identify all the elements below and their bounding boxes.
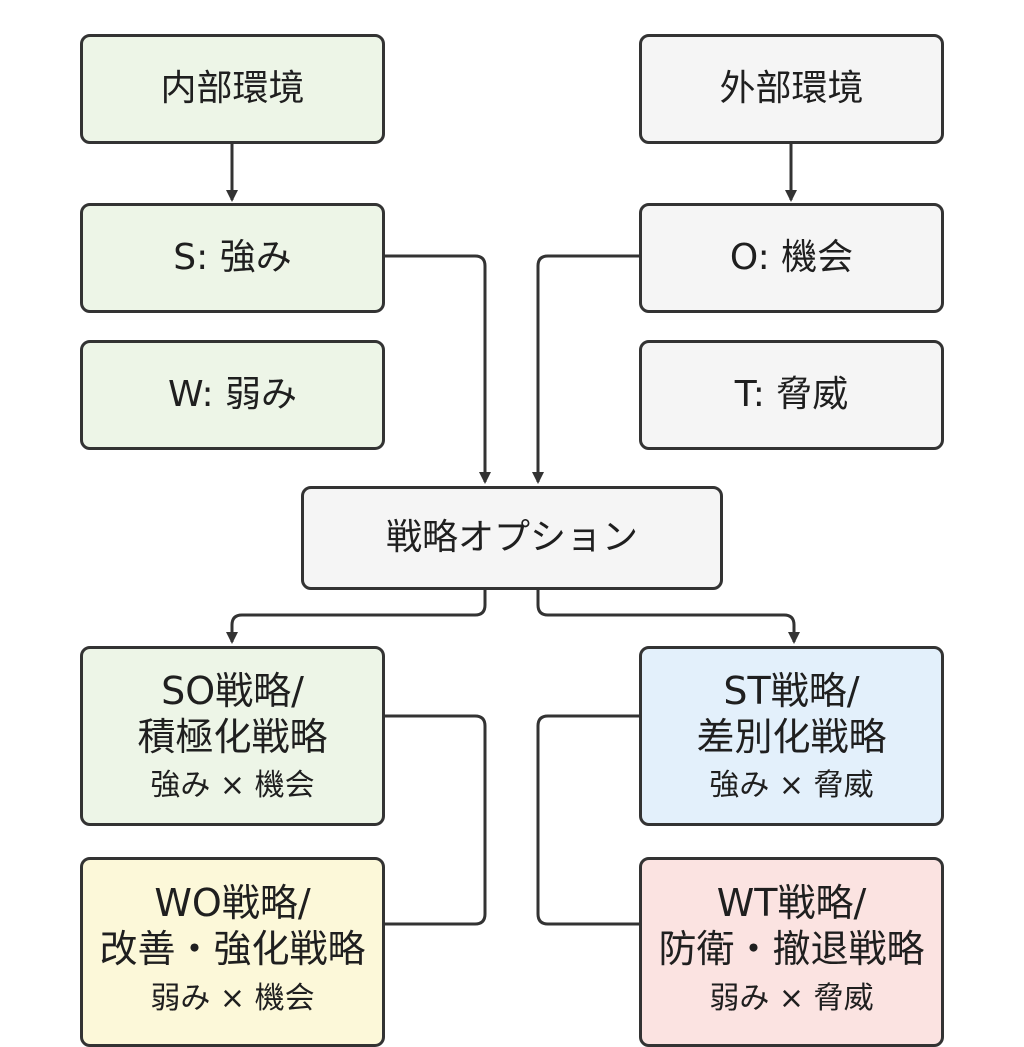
wo-strategy-subtitle: 弱み × 機会	[150, 980, 315, 1016]
st-strategy-subtitle: 強み × 脅威	[709, 768, 874, 804]
wo-strategy-title-line1: WO戦略/	[154, 881, 311, 925]
wt-strategy-box: WT戦略/ 防衛・撤退戦略 弱み × 脅威	[639, 857, 944, 1047]
wt-strategy-title-line1: WT戦略/	[716, 881, 867, 925]
st-strategy-box: ST戦略/ 差別化戦略 強み × 脅威	[639, 646, 944, 826]
st-strategy-title-line1: ST戦略/	[723, 668, 860, 713]
edge-s-to-options	[385, 254, 491, 484]
weaknesses-box: W: 弱み	[80, 340, 385, 450]
so-strategy-subtitle: 強み × 機会	[150, 768, 315, 804]
external-environment-box: 外部環境	[639, 34, 944, 144]
connector-so-wo	[385, 714, 487, 926]
so-strategy-title-line2: 積極化戦略	[137, 715, 328, 759]
opportunities-box: O: 機会	[639, 203, 944, 313]
wt-strategy-title-line2: 防衛・撤退戦略	[658, 927, 925, 972]
edge-o-to-options	[532, 254, 639, 484]
so-strategy-title-line1: SO戦略/	[161, 668, 304, 713]
threats-box: T: 脅威	[639, 340, 944, 450]
strengths-label: S: 強み	[173, 237, 292, 279]
strengths-box: S: 強み	[80, 203, 385, 313]
threats-label: T: 脅威	[734, 374, 849, 416]
strategy-options-label: 戦略オプション	[385, 517, 638, 559]
connector-st-wt	[536, 714, 639, 926]
weaknesses-label: W: 弱み	[167, 374, 298, 416]
internal-environment-label: 内部環境	[160, 68, 305, 110]
wt-strategy-subtitle: 弱み × 脅威	[709, 980, 874, 1016]
opportunities-label: O: 機会	[729, 237, 854, 279]
edge-options-to-st	[536, 590, 800, 644]
strategy-options-box: 戦略オプション	[301, 486, 723, 590]
st-strategy-title-line2: 差別化戦略	[696, 715, 887, 759]
wo-strategy-title-line2: 改善・強化戦略	[99, 927, 366, 972]
edge-options-to-so	[226, 590, 487, 644]
internal-environment-box: 内部環境	[80, 34, 385, 144]
wo-strategy-box: WO戦略/ 改善・強化戦略 弱み × 機会	[80, 857, 385, 1047]
external-environment-label: 外部環境	[719, 68, 864, 110]
so-strategy-box: SO戦略/ 積極化戦略 強み × 機会	[80, 646, 385, 826]
